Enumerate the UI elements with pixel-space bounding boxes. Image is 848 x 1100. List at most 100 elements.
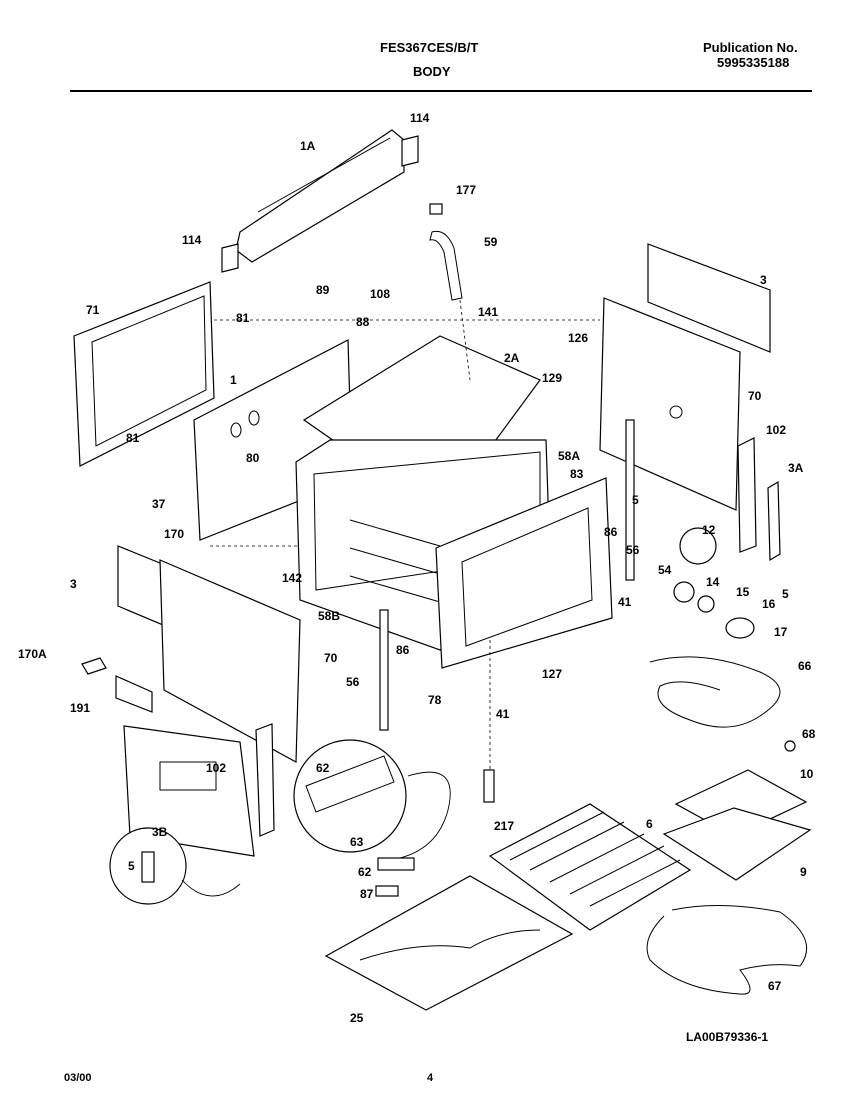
- footer-page-number: 4: [427, 1072, 434, 1084]
- callout-78: 78: [428, 693, 442, 707]
- callout-108: 108: [370, 287, 390, 301]
- callout-62: 62: [358, 865, 372, 879]
- part-62-block: [377, 857, 415, 871]
- callout-2a: 2A: [504, 351, 520, 365]
- callout-1: 1: [230, 373, 237, 387]
- callout-58b: 58B: [318, 609, 340, 623]
- callout-5: 5: [632, 493, 639, 507]
- callout-170: 170: [164, 527, 184, 541]
- callout-3a: 3A: [788, 461, 804, 475]
- part-56-strip: [379, 609, 389, 731]
- callout-71: 71: [86, 303, 100, 317]
- callout-9: 9: [800, 865, 807, 879]
- part-191-bracket: [115, 675, 153, 713]
- part-177-clip: [429, 203, 443, 215]
- callout-89: 89: [316, 283, 330, 297]
- part-67-bake-element: [646, 904, 808, 995]
- callout-177: 177: [456, 183, 476, 197]
- callout-217: 217: [494, 819, 514, 833]
- part-70-insulation-right: [599, 297, 741, 511]
- callout-114: 114: [410, 111, 430, 125]
- part-114-bracket-top: [401, 135, 419, 167]
- part-back-trim: [235, 129, 405, 263]
- callout-81: 81: [236, 311, 250, 325]
- part-3b-kick-panel: [123, 725, 255, 857]
- callout-81: 81: [126, 431, 140, 445]
- callout-41: 41: [618, 595, 632, 609]
- callout-41: 41: [496, 707, 510, 721]
- callout-3: 3: [760, 273, 767, 287]
- footer-date: 03/00: [64, 1072, 92, 1084]
- callout-14: 14: [706, 575, 720, 589]
- callout-70: 70: [748, 389, 762, 403]
- callout-6: 6: [646, 817, 653, 831]
- part-front-frame: [435, 477, 613, 669]
- drawing-code: LA00B79336-1: [686, 1030, 769, 1044]
- callout-102: 102: [766, 423, 786, 437]
- callout-25: 25: [350, 1011, 364, 1025]
- model-number: FES367CES/B/T: [380, 40, 479, 55]
- callout-80: 80: [246, 451, 260, 465]
- part-56-strip-right: [625, 419, 635, 581]
- header-rule: [70, 90, 812, 92]
- callout-126: 126: [568, 331, 588, 345]
- callout-68: 68: [802, 727, 816, 741]
- part-3a-bracket: [767, 480, 781, 562]
- part-12-knob: [679, 527, 717, 565]
- part-68-clip: [784, 740, 796, 752]
- callout-141: 141: [478, 305, 498, 319]
- callout-127: 127: [542, 667, 562, 681]
- callout-5: 5: [128, 859, 135, 873]
- part-114-bracket-left: [221, 243, 239, 273]
- callout-16: 16: [762, 597, 776, 611]
- callout-102: 102: [206, 761, 226, 775]
- callout-5: 5: [782, 587, 789, 601]
- part-3-rear-panel-right: [647, 243, 771, 353]
- callout-59: 59: [484, 235, 498, 249]
- callout-17: 17: [774, 625, 788, 639]
- part-14-gear: [697, 595, 715, 613]
- callout-62: 62: [316, 761, 330, 775]
- part-16-light-bulb: [725, 617, 755, 639]
- callout-129: 129: [542, 371, 562, 385]
- part-170a-clip: [81, 657, 107, 675]
- publication-number: 5995335188: [717, 55, 790, 70]
- callout-12: 12: [702, 523, 716, 537]
- callout-66: 66: [798, 659, 812, 673]
- part-102-rail-left: [255, 723, 275, 837]
- part-66-broil-element: [649, 656, 781, 728]
- callout-15: 15: [736, 585, 750, 599]
- callout-63: 63: [350, 835, 364, 849]
- hinge-detail-circle: [293, 739, 407, 853]
- callout-88: 88: [356, 315, 370, 329]
- callout-170a: 170A: [18, 647, 47, 661]
- callout-142: 142: [282, 571, 302, 585]
- part-87-clip: [375, 885, 399, 897]
- callout-58a: 58A: [558, 449, 580, 463]
- part-6-oven-rack: [488, 803, 692, 931]
- part-102-rail-right: [737, 437, 757, 553]
- callout-67: 67: [768, 979, 782, 993]
- callout-3: 3: [70, 577, 77, 591]
- part-71-side-panel: [73, 281, 215, 467]
- callout-54: 54: [658, 563, 672, 577]
- part-9-broiler-pan: [662, 807, 812, 881]
- callout-83: 83: [570, 467, 584, 481]
- callout-191: 191: [70, 701, 90, 715]
- callout-10: 10: [800, 767, 814, 781]
- callout-86: 86: [396, 643, 410, 657]
- callout-56: 56: [626, 543, 640, 557]
- part-70-insulation-front: [159, 559, 301, 763]
- callout-87: 87: [360, 887, 374, 901]
- part-54-ring: [673, 581, 695, 603]
- publication-label: Publication No.: [703, 40, 798, 55]
- section-title: BODY: [413, 64, 451, 79]
- callout-114: 114: [182, 233, 202, 247]
- callout-37: 37: [152, 497, 166, 511]
- callout-56: 56: [346, 675, 360, 689]
- callout-86: 86: [604, 525, 618, 539]
- part-25-bottom-panel: [324, 875, 574, 1011]
- part-59-tube: [429, 230, 463, 301]
- part-217-bracket: [483, 769, 495, 803]
